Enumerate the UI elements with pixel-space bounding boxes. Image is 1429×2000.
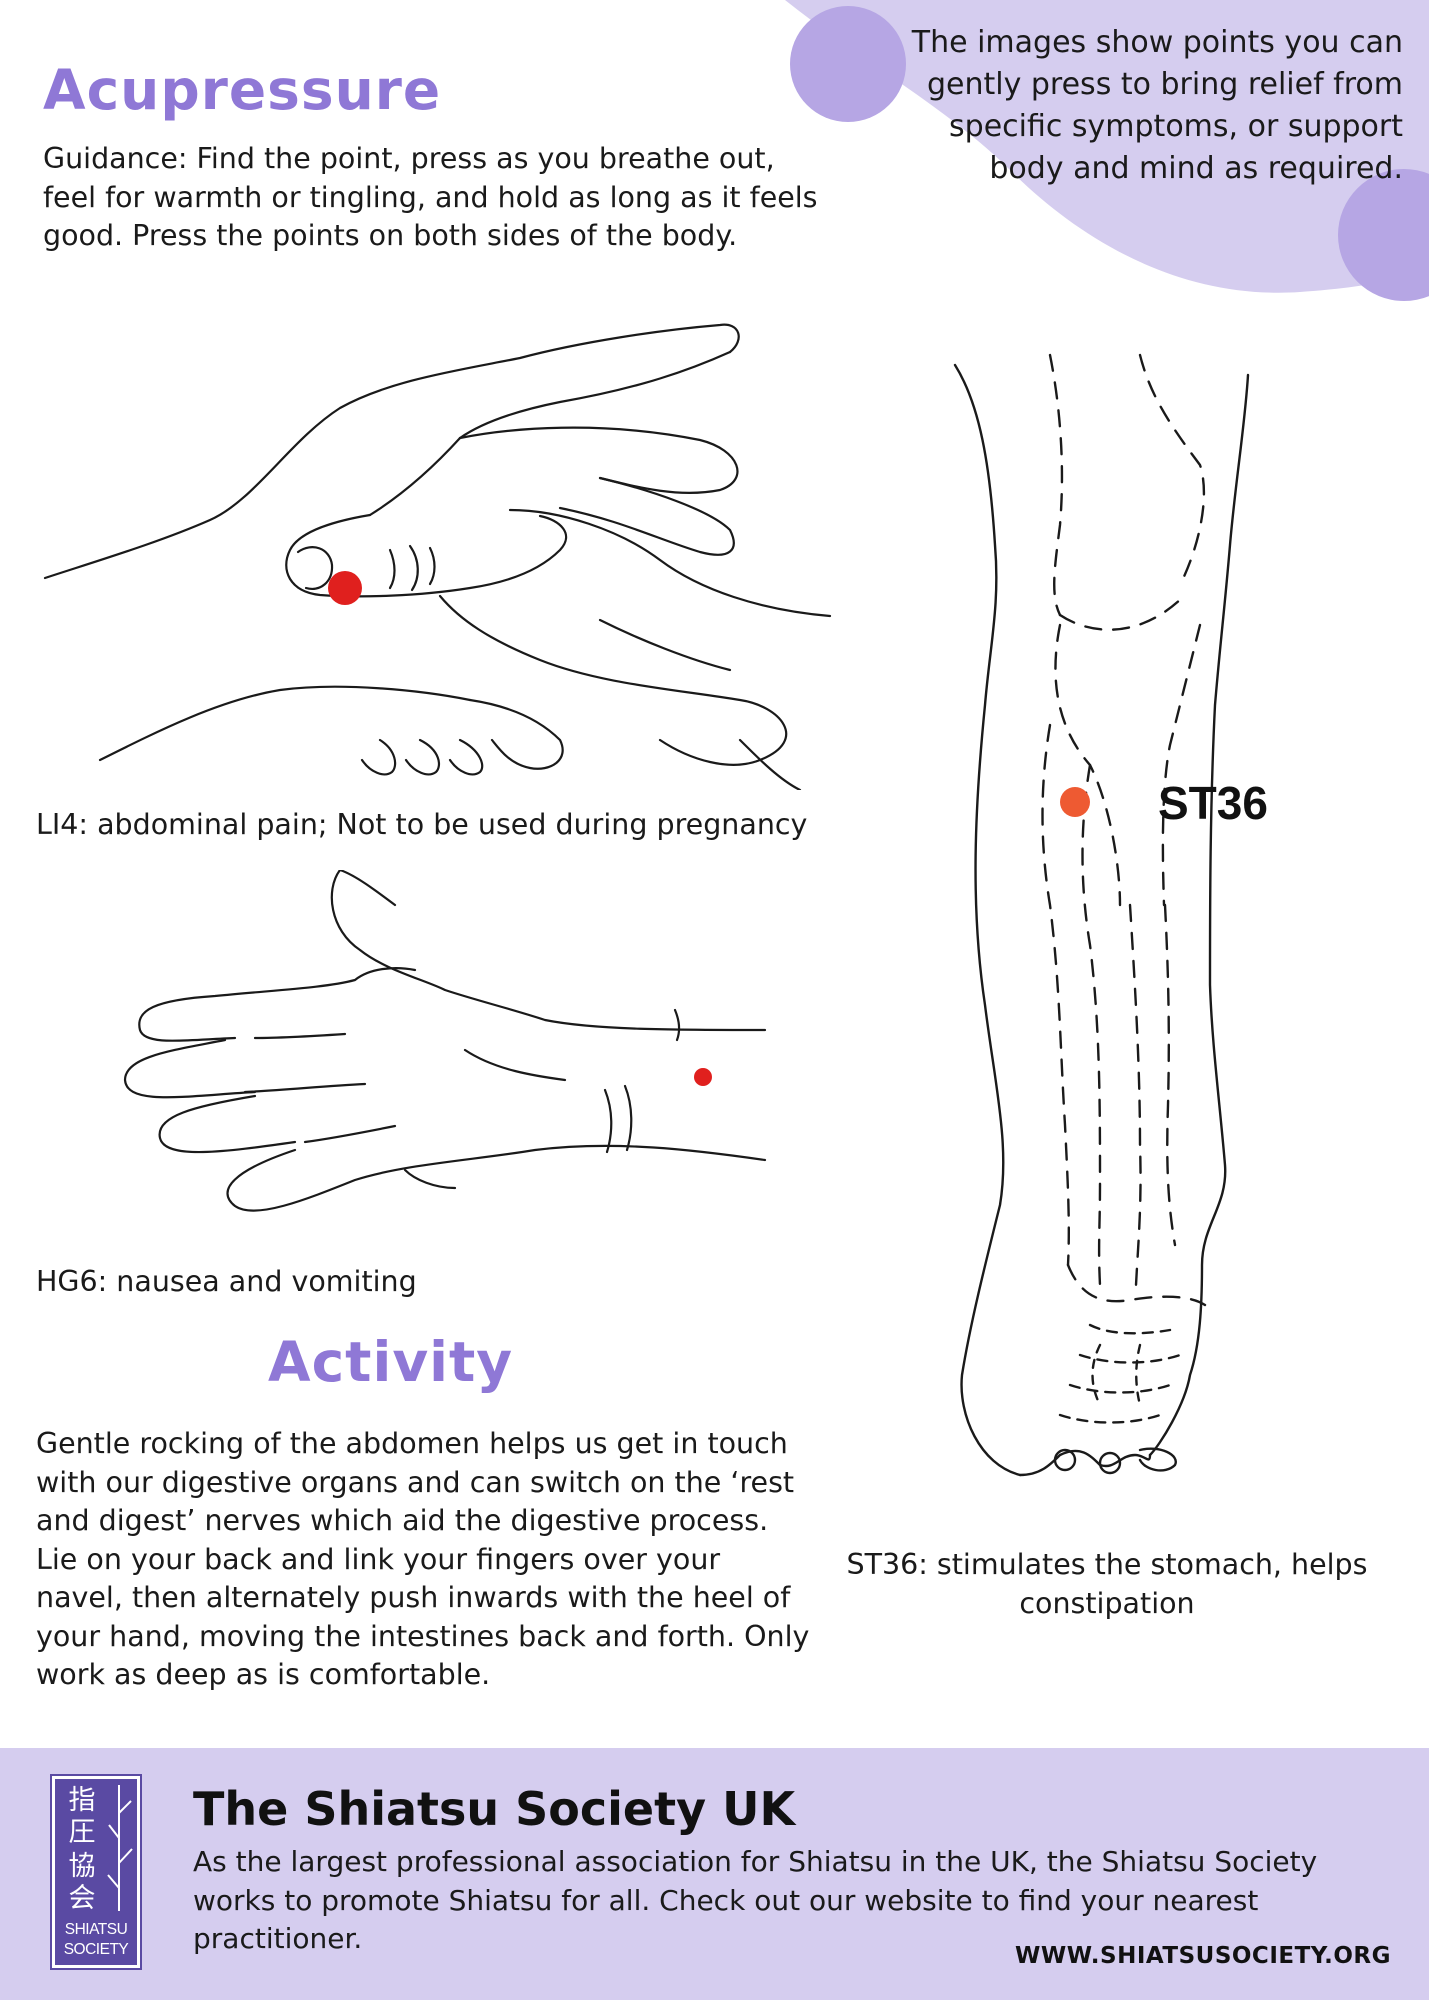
hg6-caption: HG6: nausea and vomiting — [36, 1265, 417, 1298]
palm-wrist-illustration — [123, 870, 767, 1212]
logo-word-top: SHIATSU — [64, 1921, 128, 1938]
page-title: Acupressure — [43, 58, 442, 122]
lower-leg-illustration — [953, 353, 1250, 1477]
hg6-point-marker — [694, 1068, 712, 1086]
intro-text: The images show points you can gently pr… — [911, 25, 1403, 186]
header-decoration — [785, 0, 1429, 301]
footer-text: As the largest professional association … — [193, 1845, 1318, 1955]
st36-caption: ST36: stimulates the stomach, helps cons… — [846, 1548, 1368, 1620]
logo-kanji-top: 指圧 — [68, 1785, 96, 1848]
decor-wave-shape — [785, 0, 1429, 293]
st36-label: ST36 — [1158, 777, 1268, 829]
st36-point-marker — [1060, 787, 1090, 817]
website-link[interactable]: WWW.SHIATSUSOCIETY.ORG — [1015, 1943, 1391, 1969]
footer-title: The Shiatsu Society UK — [193, 1782, 796, 1836]
decor-circle-right — [1338, 169, 1429, 301]
logo-kanji-bottom: 協会 — [68, 1851, 96, 1914]
footer: 指圧 協会 SHIATSU SOCIETY The Shiatsu Societ… — [0, 1748, 1429, 2000]
activity-title: Activity — [268, 1330, 514, 1394]
guidance-text: Guidance: Find the point, press as you b… — [43, 142, 818, 252]
activity-text: Gentle rocking of the abdomen helps us g… — [36, 1427, 810, 1691]
decor-circle-left — [790, 6, 906, 122]
shiatsu-society-logo: 指圧 協会 SHIATSU SOCIETY — [50, 1774, 142, 1970]
li4-point-marker — [328, 571, 362, 605]
hand-pinch-illustration — [43, 323, 832, 790]
li4-caption: LI4: abdominal pain; Not to be used duri… — [36, 808, 808, 841]
bamboo-icon — [107, 1785, 133, 1911]
logo-word-bottom: SOCIETY — [63, 1941, 129, 1958]
